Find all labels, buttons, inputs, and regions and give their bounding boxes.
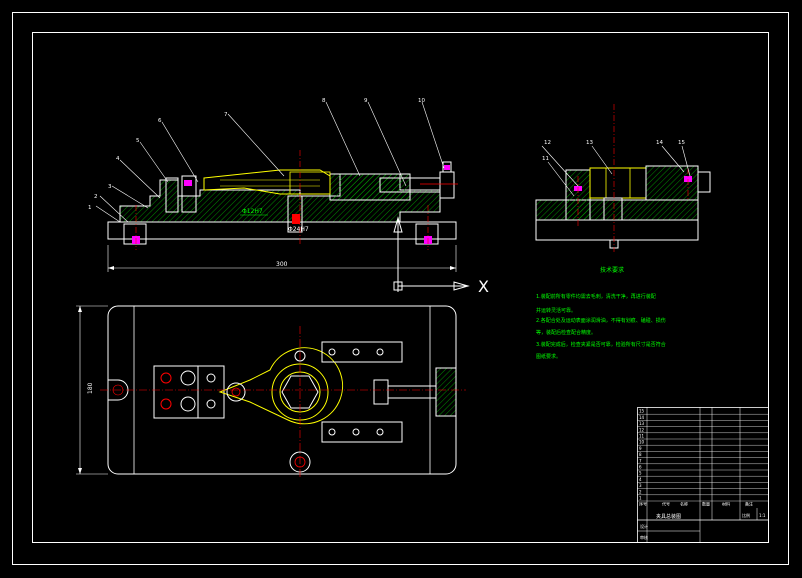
balloon-7: 7 [224, 112, 228, 118]
balloon-9: 9 [364, 98, 368, 104]
parts-row-number: 1 [639, 496, 642, 501]
parts-header-cell: 数量 [702, 501, 710, 507]
balloon-1: 1 [88, 205, 92, 211]
plan-view: 180 [76, 305, 466, 478]
note-line-6: 图纸要求。 [536, 353, 561, 360]
parts-row-number: 6 [639, 465, 642, 470]
parts-row-number: 11 [639, 434, 645, 439]
parts-row-number: 2 [639, 489, 642, 494]
front-section-view: Φ12H7 Φ24H7 300 X [107, 150, 489, 296]
balloon-13: 13 [586, 140, 593, 146]
front-balloons: 1 2 3 4 5 6 7 8 9 10 [88, 98, 425, 211]
balloon-3: 3 [108, 184, 112, 190]
note-line-5: 3.装配完成后，检查夹紧是否可靠，检验所有尺寸是否符合 [536, 341, 666, 348]
designer-label: 设计 [640, 523, 648, 529]
parts-row-number: 14 [639, 415, 645, 420]
note-line-3: 2.各配合处及运动表面涂润滑油，不得有划痕、磕碰、损伤 [536, 317, 666, 324]
outer-frame [12, 12, 789, 565]
inner-frame [32, 32, 769, 543]
note-line-4: 等，装配后检查配合精度。 [536, 329, 596, 336]
parts-header-cell: 序号 [639, 501, 647, 507]
parts-header-cell: 名称 [680, 501, 688, 507]
hole-center-dim: Φ24H7 [288, 226, 309, 233]
balloon-10: 10 [418, 98, 425, 104]
parts-row-number: 5 [639, 471, 642, 476]
parts-row-number: 7 [639, 458, 642, 463]
overall-length-dim: 300 [276, 261, 288, 268]
parts-row-number: 15 [639, 409, 645, 414]
reviewer-label: 审核 [640, 534, 648, 540]
balloon-11: 11 [542, 156, 549, 162]
balloon-6: 6 [158, 118, 162, 124]
parts-row-number: 4 [639, 477, 642, 482]
side-section-view: 11 12 13 14 15 [535, 104, 711, 252]
overall-width-dim: 180 [87, 382, 94, 394]
x-axis-label: X [478, 277, 489, 296]
parts-row-number: 9 [639, 446, 642, 451]
parts-row-number: 10 [639, 440, 645, 445]
parts-row-number: 8 [639, 452, 642, 457]
parts-row-number: 13 [639, 421, 645, 426]
balloon-4: 4 [116, 156, 120, 162]
note-line-1: 1.装配前所有零件均需去毛刺，清洗干净，再进行装配 [536, 293, 656, 300]
notes-title: 技术要求 [600, 266, 624, 274]
scale-value: 1:1 [759, 513, 766, 518]
hole-left-dim: Φ12H7 [242, 208, 263, 215]
technical-notes: 技术要求 1.装配前所有零件均需去毛刺，清洗干净，再进行装配 并运转灵活可靠。 … [536, 266, 666, 360]
parts-row-number: 12 [639, 427, 645, 432]
balloon-8: 8 [322, 98, 326, 104]
balloon-5: 5 [136, 138, 140, 144]
parts-header-cell: 代号 [662, 501, 670, 507]
balloon-12: 12 [544, 140, 551, 146]
balloon-14: 14 [656, 140, 663, 146]
parts-row-number: 3 [639, 483, 642, 488]
note-line-2: 并运转灵活可靠。 [536, 307, 576, 314]
parts-header-cell: 材料 [722, 501, 730, 507]
front-leaders [95, 101, 445, 223]
parts-header-cell: 备注 [745, 501, 753, 507]
balloon-15: 15 [678, 140, 685, 146]
drawing-name: 夹具总装图 [656, 513, 681, 520]
title-block: 151413121110987654321序号代号名称数量材料备注 夹具总装图 … [637, 407, 769, 543]
balloon-2: 2 [94, 194, 98, 200]
scale-label: 比例 [742, 512, 750, 518]
